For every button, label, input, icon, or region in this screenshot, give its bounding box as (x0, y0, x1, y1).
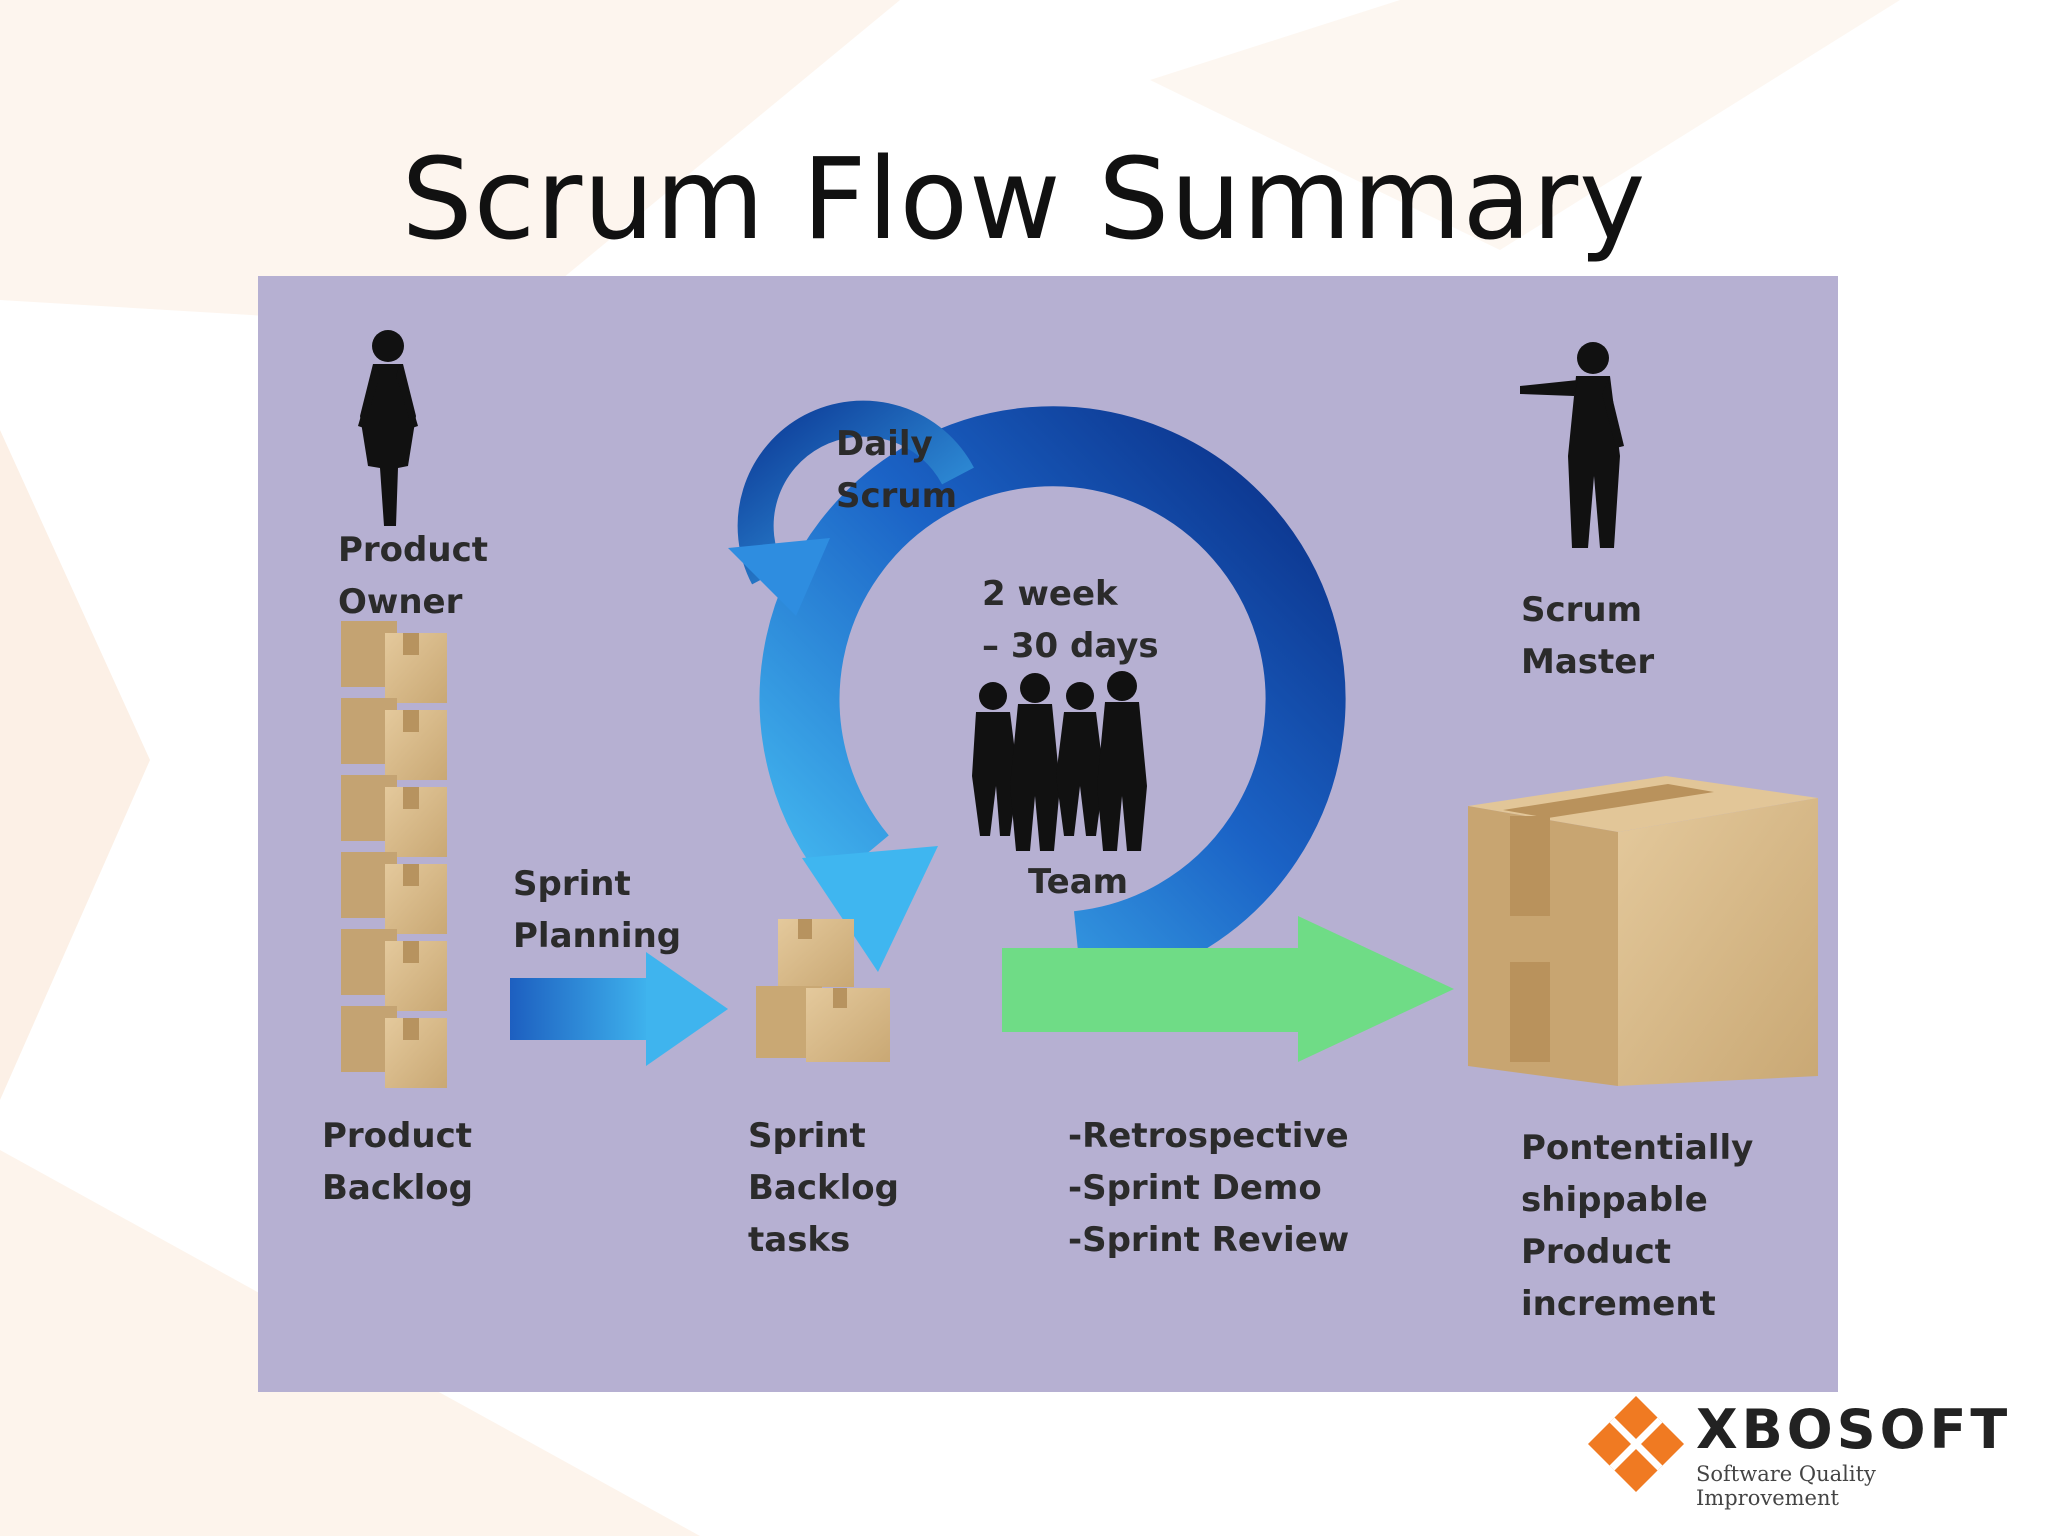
product-increment-box (1468, 776, 1818, 1086)
sprint-backlog-boxes (756, 919, 890, 1062)
logo-name: XBOSOFT (1696, 1398, 2012, 1461)
daily-scrum-arrow (728, 400, 974, 616)
sprint-length-label: 2 week – 30 days (982, 574, 1159, 666)
product-owner-silhouette (358, 330, 418, 526)
scrum-master-label: Scrum Master (1521, 590, 1655, 682)
slide-title: Scrum Flow Summary (401, 135, 1647, 265)
team-label: Team (1028, 862, 1129, 902)
sprint-planning-arrow (510, 952, 728, 1066)
team-silhouettes (972, 671, 1147, 851)
scrum-diagram-graphics (341, 330, 1818, 1088)
sprint-planning-label: Sprint Planning (513, 864, 682, 956)
daily-scrum-label: Daily Scrum (836, 424, 958, 516)
scrum-diagram-panel: Product Owner Scrum Master Daily Scrum 2… (258, 276, 1838, 1392)
ceremonies-label: -Retrospective -Sprint Demo -Sprint Revi… (1068, 1116, 1350, 1260)
scrum-master-silhouette (1520, 342, 1624, 548)
product-backlog-label: Product Backlog (322, 1116, 473, 1208)
product-backlog-boxes (341, 621, 447, 1088)
product-owner-label: Product Owner (338, 530, 488, 622)
logo-diamond-icon (1588, 1396, 1684, 1492)
xbosoft-logo: XBOSOFT Software Quality Improvement (1584, 1392, 2007, 1512)
sprint-cycle-arrow (759, 406, 1346, 991)
sprint-backlog-label: Sprint Backlog tasks (748, 1116, 899, 1260)
product-increment-label: Pontentially shippable Product increment (1521, 1128, 1754, 1324)
output-arrow (1002, 916, 1454, 1062)
logo-tagline: Software Quality Improvement (1696, 1462, 1876, 1510)
